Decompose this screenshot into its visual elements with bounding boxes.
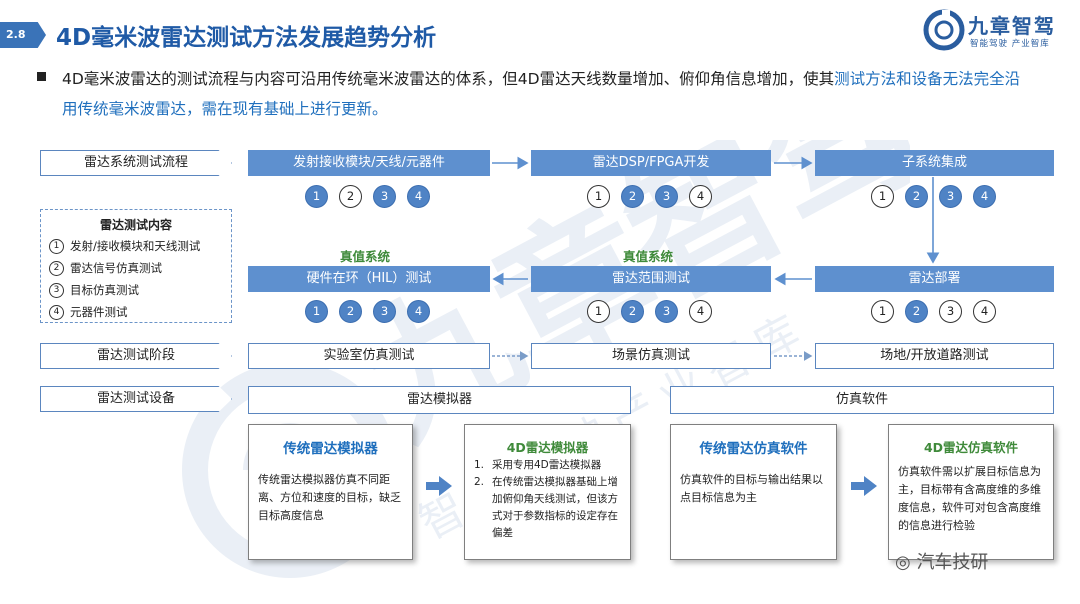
panel-traditional-software: 传统雷达仿真软件 仿真软件的目标与输出结果以点目标信息为主	[670, 424, 837, 560]
row-label-stage: 雷达测试阶段	[40, 343, 232, 369]
stage-road-test: 场地/开放道路测试	[815, 343, 1054, 369]
equipment-simulator-header: 雷达模拟器	[248, 386, 631, 414]
arrow-right-icon	[426, 476, 452, 496]
test-number-circle: 4	[689, 185, 712, 208]
panel-4d-software: 4D雷达仿真软件 仿真软件需以扩展目标信息为主，目标带有含高度维的多维度信息，软…	[888, 424, 1054, 560]
truth-system-label: 真值系统	[340, 249, 391, 264]
row-label-process: 雷达系统测试流程	[40, 150, 232, 176]
process-step-rf-module: 发射接收模块/天线/元器件	[248, 150, 490, 176]
stage-lab-simulation: 实验室仿真测试	[248, 343, 490, 369]
test-number-circle: 4	[407, 300, 430, 323]
wechat-watermark: ◎ 汽车技研	[895, 552, 989, 573]
test-number-circle: 2	[905, 300, 928, 323]
panel-title: 传统雷达模拟器	[283, 441, 378, 457]
test-number-circle: 3	[373, 300, 396, 323]
panel-body: 仿真软件的目标与输出结果以点目标信息为主	[680, 473, 823, 504]
panel-traditional-simulator: 传统雷达模拟器 传统雷达模拟器仿真不同距离、方位和速度的目标，缺乏目标高度信息	[248, 424, 413, 560]
test-number-circle: 1	[305, 185, 328, 208]
test-number-circle: 2	[905, 185, 928, 208]
test-number-circle: 3	[939, 300, 962, 323]
logo-icon	[923, 9, 965, 51]
section-badge: 2.8	[0, 22, 46, 48]
intro-paragraph: 4D毫米波雷达的测试流程与内容可沿用传统毫米波雷达的体系，但4D雷达天线数量增加…	[62, 64, 1022, 124]
panel-body: 传统雷达模拟器仿真不同距离、方位和速度的目标，缺乏目标高度信息	[258, 473, 401, 522]
process-step-hil: 硬件在环（HIL）测试	[248, 266, 490, 292]
page-title: 4D毫米波雷达测试方法发展趋势分析	[56, 25, 437, 51]
list-item: 2.在传统雷达模拟器基础上增加俯仰角天线测试，但该方式对于参数指标的设定存在偏差	[474, 476, 618, 539]
legend-title: 雷达测试内容	[99, 218, 172, 232]
equipment-software-header: 仿真软件	[670, 386, 1054, 414]
test-number-circle: 3	[373, 185, 396, 208]
panel-body: 1.采用专用4D雷达模拟器 2.在传统雷达模拟器基础上增加俯仰角天线测试，但该方…	[474, 457, 622, 542]
test-number-circle: 4	[407, 185, 430, 208]
intro-text: 4D毫米波雷达的测试流程与内容可沿用传统毫米波雷达的体系，但4D雷达天线数量增加…	[62, 70, 835, 88]
panel-title: 传统雷达仿真软件	[699, 441, 808, 457]
logo-name: 九章智驾	[968, 14, 1056, 38]
row-label-equipment: 雷达测试设备	[40, 386, 232, 412]
panel-title: 4D雷达模拟器	[506, 440, 589, 455]
test-number-circle: 3	[939, 185, 962, 208]
test-number-circle: 3	[655, 300, 678, 323]
test-number-circle: 4	[689, 300, 712, 323]
list-item: 1.采用专用4D雷达模拟器	[474, 459, 602, 471]
wechat-icon: ◎	[895, 552, 917, 573]
test-number-circle: 1	[871, 300, 894, 323]
process-step-dsp-fpga: 雷达DSP/FPGA开发	[531, 150, 771, 176]
test-number-circle: 1	[871, 185, 894, 208]
test-number-circle: 1	[587, 300, 610, 323]
truth-system-label: 真值系统	[623, 249, 674, 264]
bullet-icon	[37, 72, 46, 81]
panel-body: 仿真软件需以扩展目标信息为主，目标带有含高度维的多维度信息，软件可对包含高度维的…	[898, 465, 1041, 532]
process-step-range-test: 雷达范围测试	[531, 266, 771, 292]
process-step-subsystem: 子系统集成	[815, 150, 1054, 176]
test-number-circle: 1	[587, 185, 610, 208]
test-number-circle: 2	[339, 300, 362, 323]
logo-tagline: 智能驾驶 产业智库	[970, 39, 1050, 49]
test-number-circle: 4	[973, 300, 996, 323]
stage-scenario-simulation: 场景仿真测试	[531, 343, 771, 369]
test-number-circle: 2	[339, 185, 362, 208]
intro-highlight: 测试方法和设备无法完全沿用传统毫米波雷达，需在现有基础上进行更新。	[62, 70, 1021, 118]
process-step-deployment: 雷达部署	[815, 266, 1054, 292]
test-number-circle: 4	[973, 185, 996, 208]
test-number-circle: 2	[621, 300, 644, 323]
panel-4d-simulator: 4D雷达模拟器 1.采用专用4D雷达模拟器 2.在传统雷达模拟器基础上增加俯仰角…	[464, 424, 631, 560]
arrow-right-icon	[851, 476, 877, 496]
panel-title: 4D雷达仿真软件	[923, 440, 1019, 455]
test-number-circle: 2	[621, 185, 644, 208]
test-number-circle: 3	[655, 185, 678, 208]
test-number-circle: 1	[305, 300, 328, 323]
